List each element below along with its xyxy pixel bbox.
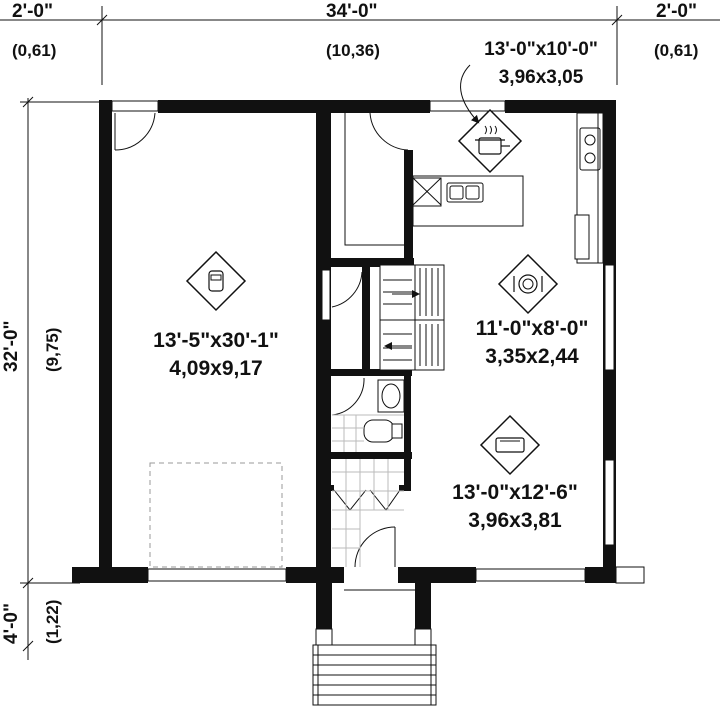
dim-top-right-metric: (0,61) [654,41,699,60]
dim-top-right-imperial: 2'-0" [656,1,697,22]
kitchen-counters [412,112,604,264]
dim-top-left-imperial: 2'-0" [12,1,53,22]
car-icon [185,250,247,312]
kitchen-size-metric: 3,96x3,05 [498,67,584,88]
windows [111,100,645,584]
dining-size-imperial: 11'-0"x8'-0" [475,317,589,340]
cooking-pot-icon [457,108,523,174]
plate-icon [497,253,559,315]
dim-left-bottom-imperial: 4'-0" [1,603,22,644]
living-size-imperial: 13'-0"x12'-6" [452,481,578,504]
leader-arrow [460,64,480,124]
stairs [379,264,445,371]
powder-room [332,379,405,452]
porch [312,589,437,706]
closet [344,113,404,246]
dim-left-main-imperial: 32'-0" [1,320,22,372]
dimension-lines [0,6,720,660]
garage-door-outline [149,462,283,568]
dining-size-metric: 3,35x2,44 [485,345,579,368]
dim-top-left-metric: (0,61) [12,41,57,60]
kitchen-size-imperial: 13'-0"x10'-0" [484,39,598,60]
dim-left-main-metric: (9,75) [43,327,62,372]
interior-walls [322,150,414,491]
dim-top-mid-metric: (10,36) [326,41,380,60]
dim-left-bottom-metric: (1,22) [43,599,62,644]
entry-tiles [332,459,404,567]
sofa-icon [479,414,541,476]
dim-top-mid-imperial: 34'-0" [326,1,378,22]
living-size-metric: 3,96x3,81 [468,509,562,532]
garage-size-imperial: 13'-5"x30'-1" [153,329,279,352]
garage-size-metric: 4,09x9,17 [169,357,263,380]
